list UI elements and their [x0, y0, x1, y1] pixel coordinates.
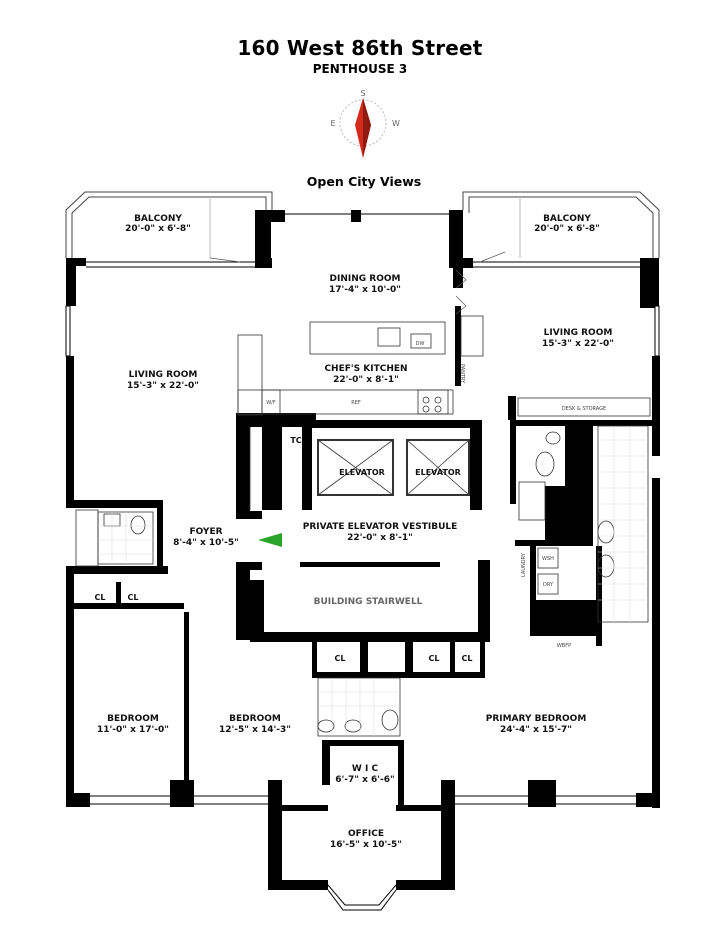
- trash-chute-label: TC: [290, 436, 301, 445]
- primary-bedroom-dims: 24'-4" x 15'-7": [500, 725, 572, 735]
- closet-4-label: CL: [429, 654, 440, 663]
- wbfp-label: WBFP: [557, 643, 571, 649]
- vestibule-dims: 22'-0" x 8'-1": [347, 533, 413, 543]
- primary-bedroom-name: PRIMARY BEDROOM: [486, 714, 587, 724]
- bedroom-2-dims: 12'-5" x 14'-3": [219, 725, 291, 735]
- views-caption: Open City Views: [306, 174, 422, 189]
- compass-ring: [339, 99, 387, 147]
- dw-label: DW: [416, 341, 425, 347]
- dining-room-name: DINING ROOM: [330, 274, 401, 284]
- desk-storage-label: DESK & STORAGE: [562, 406, 606, 412]
- living-room-right-dims: 15'-3" x 22'-0": [542, 339, 614, 349]
- compass-needle-shade: [363, 98, 371, 158]
- dryer-label: DRY: [543, 582, 554, 588]
- living-room-left-name: LIVING ROOM: [129, 370, 198, 380]
- interior-walls: [74, 268, 652, 811]
- elevator-1-label: ELEVATOR: [339, 468, 385, 477]
- windows-bottom: [86, 213, 640, 911]
- office-dims: 16'-5" x 10'-5": [330, 840, 402, 850]
- door-swings: [209, 251, 506, 315]
- compass-east-label: W: [392, 119, 400, 128]
- closet-5-label: CL: [462, 654, 473, 663]
- foyer-dims: 8'-4" x 10'-5": [173, 538, 239, 548]
- vestibule-name: PRIVATE ELEVATOR VESTIBULE: [303, 522, 458, 532]
- tile-patterns: [98, 426, 648, 736]
- bedroom-1-dims: 11'-0" x 17'-0": [97, 725, 169, 735]
- balcony-right-dims: 20'-0" x 6'-8": [534, 224, 600, 234]
- washer-label: WSH: [542, 556, 554, 562]
- compass: S E W: [330, 89, 400, 158]
- wic-dims: 6'-7" x 6'-6": [335, 775, 394, 785]
- closet-1-label: CL: [95, 593, 106, 602]
- elevator-2-label: ELEVATOR: [415, 468, 461, 477]
- closet-2-label: CL: [128, 593, 139, 602]
- unit-name: PENTHOUSE 3: [312, 62, 408, 76]
- balcony-left-name: BALCONY: [134, 214, 182, 224]
- balcony-right-name: BALCONY: [543, 214, 591, 224]
- laundry-label: LAUNDRY: [521, 552, 527, 577]
- bedroom-1-name: BEDROOM: [107, 714, 159, 724]
- office-name: OFFICE: [348, 829, 384, 839]
- entry-arrow-icon: [258, 533, 282, 547]
- dining-room-dims: 17'-4" x 10'-0": [329, 285, 401, 295]
- wic-name: W I C: [352, 764, 379, 774]
- balcony-left: [65, 191, 273, 258]
- living-room-right-name: LIVING ROOM: [544, 328, 613, 338]
- kitchen-name: CHEF'S KITCHEN: [324, 364, 407, 374]
- kitchen-dims: 22'-0" x 8'-1": [333, 375, 399, 385]
- compass-north-label: S: [360, 89, 365, 98]
- sink-icon: [377, 327, 401, 347]
- bedroom-2-name: BEDROOM: [229, 714, 281, 724]
- closet-3-label: CL: [335, 654, 346, 663]
- ref-label: REF: [351, 400, 361, 406]
- walls: [65, 210, 660, 890]
- pantry-label: PANTRY: [459, 364, 465, 384]
- listing-title: 160 West 86th Street: [237, 36, 483, 60]
- wf-label: W/F: [266, 400, 276, 406]
- foyer-name: FOYER: [189, 527, 222, 537]
- compass-west-label: E: [330, 119, 335, 128]
- stairwell-name: BUILDING STAIRWELL: [314, 597, 423, 607]
- living-room-left-dims: 15'-3" x 22'-0": [127, 381, 199, 391]
- balcony-left-dims: 20'-0" x 6'-8": [125, 224, 191, 234]
- balcony-right: [462, 191, 660, 258]
